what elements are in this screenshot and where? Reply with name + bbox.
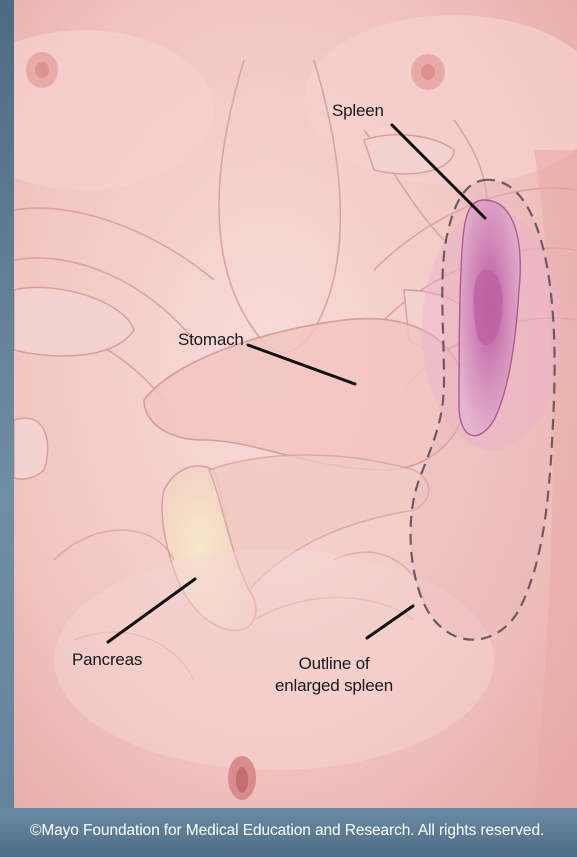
right-nipple-center: [421, 64, 435, 80]
stomach-label: Stomach: [178, 330, 244, 350]
left-nipple-center: [35, 62, 49, 78]
navel-inner: [236, 767, 248, 793]
copyright-bar: ©Mayo Foundation for Medical Education a…: [0, 808, 577, 857]
enlarged-spleen-label-line1: Outline of: [268, 653, 400, 675]
copyright-text: ©Mayo Foundation for Medical Education a…: [30, 822, 544, 840]
spleen-label: Spleen: [332, 101, 384, 121]
enlarged-spleen-label-line2: enlarged spleen: [268, 675, 400, 697]
left-rib-tip-2: [14, 418, 48, 479]
pancreas-label: Pancreas: [72, 650, 142, 670]
enlarged-spleen-label: Outline of enlarged spleen: [268, 653, 400, 697]
